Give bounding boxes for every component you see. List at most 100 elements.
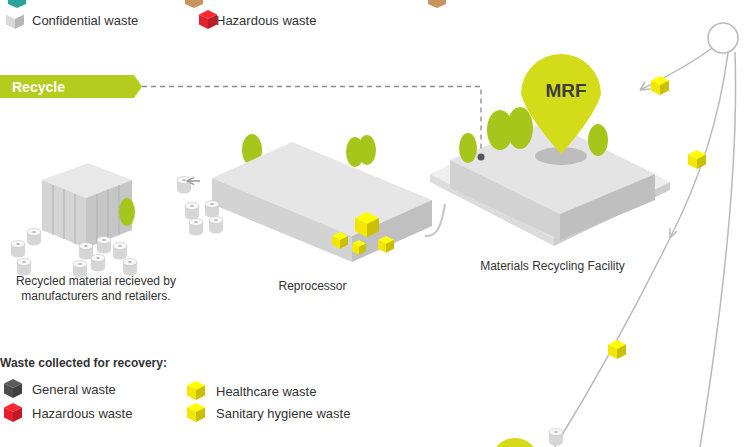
material-rolls — [102, 239, 106, 241]
material-rolls — [549, 429, 563, 446]
legend-swatch — [6, 10, 24, 29]
waste-cubes — [355, 212, 379, 237]
waste-cubes — [608, 340, 626, 359]
waste-cubes — [332, 236, 340, 249]
material-rolls — [27, 239, 41, 246]
waste-cubes — [617, 345, 626, 359]
reprocessor-building — [212, 134, 432, 262]
mrf-building — [588, 124, 608, 156]
legend-heading: Waste collected for recovery: — [0, 356, 167, 370]
legend-swatch — [3, 402, 23, 424]
material-rolls — [32, 231, 36, 233]
waste-cubes — [651, 76, 669, 95]
legend-text: Healthcare waste — [216, 384, 316, 399]
manufacturer-building — [64, 189, 65, 239]
reprocessor-building — [358, 135, 376, 165]
material-rolls — [182, 179, 186, 181]
waste-cubes — [332, 232, 348, 249]
bottom-marker — [491, 438, 539, 447]
legend-text: Hazardous waste — [216, 13, 316, 28]
material-rolls — [123, 259, 137, 276]
legend-item: Hazardous waste — [198, 9, 316, 31]
legend-swatch — [4, 408, 13, 422]
waste-cubes — [697, 155, 706, 169]
legend-text: Hazardous waste — [32, 406, 132, 421]
flow-connector — [142, 87, 481, 151]
material-rolls — [73, 261, 87, 268]
route-lines — [670, 228, 677, 238]
legend-swatch — [198, 9, 218, 31]
tag-shape — [0, 75, 142, 98]
material-rolls — [113, 243, 127, 260]
material-rolls — [205, 201, 219, 218]
material-rolls — [118, 245, 122, 247]
pin-shape — [521, 54, 601, 154]
location-pin: MRF — [515, 46, 617, 156]
manufacturer-building — [53, 185, 54, 235]
material-rolls — [11, 251, 25, 258]
legend-swatch — [4, 384, 13, 398]
legend-swatch — [4, 403, 22, 422]
material-rolls — [209, 217, 223, 224]
waste-cubes — [688, 155, 697, 169]
waste-cubes — [332, 76, 706, 359]
material-rolls — [185, 203, 199, 210]
material-rolls — [17, 259, 31, 266]
material-rolls — [113, 243, 127, 250]
manufacturer-building — [97, 194, 98, 244]
manufacturer-building — [53, 185, 119, 244]
material-rolls — [97, 237, 111, 254]
legend-item: Healthcare waste — [186, 380, 316, 402]
legend-swatch — [186, 380, 206, 402]
waste-cubes — [352, 240, 366, 255]
legend-item: General waste — [3, 378, 116, 400]
material-rolls — [16, 243, 20, 245]
material-rolls — [205, 201, 219, 208]
material-rolls — [91, 255, 105, 262]
stage-label: Recycle — [12, 79, 65, 95]
manufacturer-building — [119, 198, 135, 226]
route-lines — [640, 82, 650, 90]
legend-item: Sanitary hygiene waste — [186, 402, 350, 424]
legend-swatch — [3, 378, 23, 400]
legend-text: Confidential waste — [32, 13, 138, 28]
legend-swatch — [196, 408, 205, 422]
legend-swatch — [187, 403, 205, 422]
legend-swatch — [5, 9, 25, 31]
route-lines — [708, 23, 738, 53]
waste-cubes — [340, 236, 348, 249]
legend-text: General waste — [32, 382, 116, 397]
waste-cubes — [386, 240, 394, 253]
waste-cubes — [367, 218, 379, 237]
material-rolls — [189, 229, 203, 236]
material-rolls — [177, 177, 191, 194]
cut-legend-icons — [185, 0, 203, 8]
waste-cubes — [608, 345, 617, 359]
material-rolls — [214, 219, 218, 221]
material-rolls — [177, 187, 191, 194]
reprocessor-building — [352, 200, 432, 262]
waste-cubes — [688, 150, 706, 169]
mrf-building — [459, 133, 477, 163]
manufacturer-building — [108, 189, 109, 240]
material-rolls — [549, 439, 563, 446]
cut-legend-icons — [8, 0, 446, 8]
waste-cubes — [355, 218, 367, 237]
material-rolls — [128, 261, 132, 263]
building-label: Recycled material recieved by manufactur… — [5, 274, 187, 303]
legend-text: Sanitary hygiene waste — [216, 406, 350, 421]
cut-legend-icons — [8, 0, 26, 8]
facility-building: Materials Recycling Facility — [445, 150, 660, 275]
material-rolls — [79, 243, 93, 260]
material-rolls — [123, 259, 137, 266]
material-rolls — [91, 255, 105, 272]
legend-swatch — [13, 384, 22, 398]
legend-swatch — [196, 386, 205, 400]
material-rolls — [194, 221, 198, 223]
legend-swatch — [4, 379, 22, 398]
legend-swatch — [187, 381, 205, 400]
material-rolls — [189, 219, 203, 226]
cut-legend-icons — [428, 0, 446, 8]
